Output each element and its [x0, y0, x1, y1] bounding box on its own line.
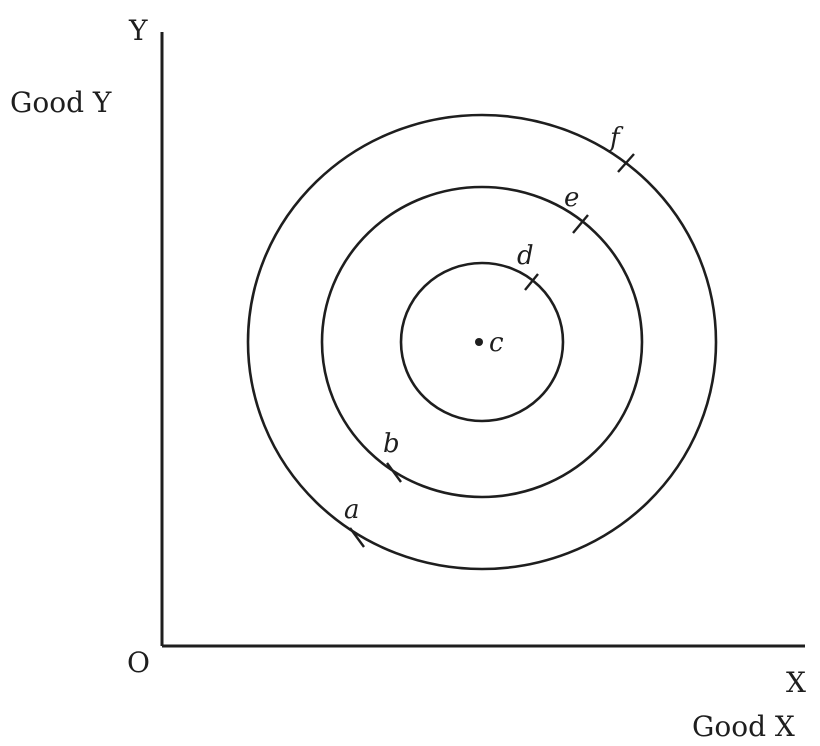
point-e-label: e — [564, 183, 579, 213]
outer-indifference-curve — [246, 113, 718, 571]
point-a-tick — [349, 527, 365, 548]
point-b-label: b — [383, 429, 400, 459]
y-axis-name: Good Y — [10, 86, 112, 119]
point-f-tick — [617, 153, 635, 173]
inner-indifference-curve — [399, 261, 565, 423]
point-b-tick — [386, 462, 402, 483]
x-axis-letter: X — [786, 666, 806, 699]
point-a-label: a — [344, 495, 360, 525]
origin-label: O — [127, 646, 150, 679]
x-axis-name: Good X — [692, 710, 795, 743]
point-e-tick — [572, 214, 589, 234]
point-c-label: c — [489, 328, 504, 358]
point-d-label: d — [517, 241, 534, 271]
point-d-tick — [524, 273, 539, 291]
middle-indifference-curve — [320, 185, 644, 499]
bliss-point-dot — [475, 338, 483, 346]
y-axis-letter: Y — [128, 14, 148, 47]
point-f-label: f — [608, 123, 624, 153]
